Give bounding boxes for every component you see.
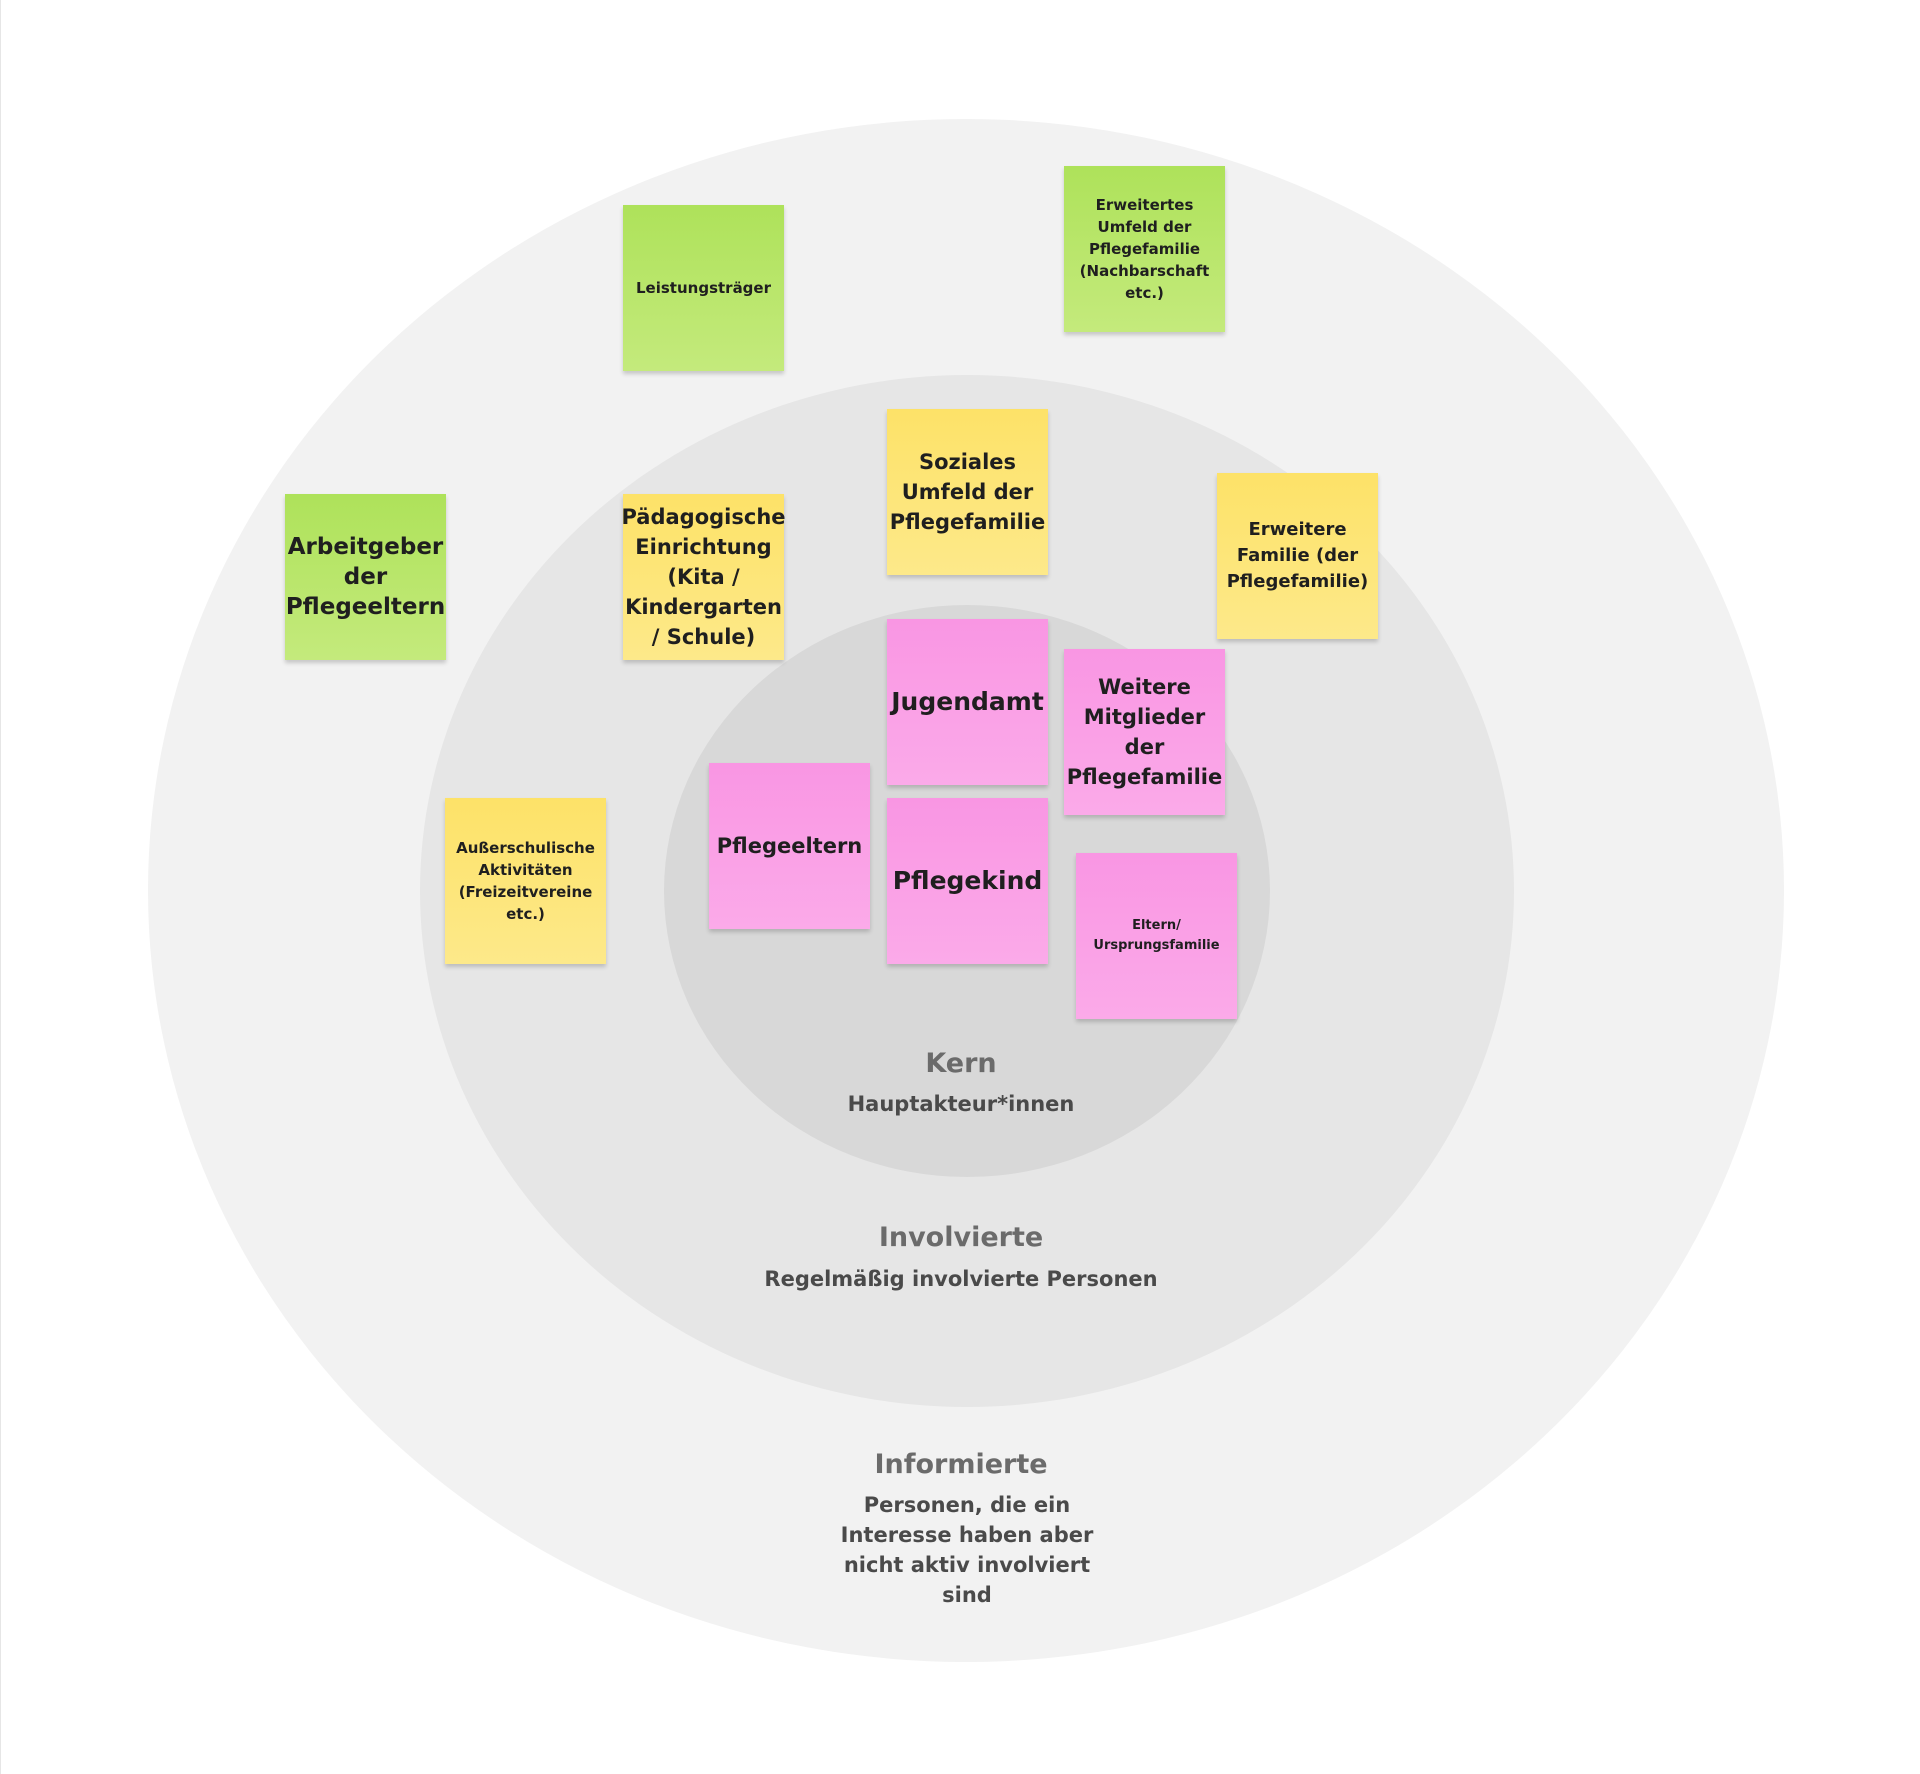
note-text: Erweitere Familie (der Pflegefamilie) bbox=[1226, 519, 1369, 592]
sticky-note-leistungstraeger[interactable]: Leistungsträger bbox=[623, 205, 784, 371]
note-text: Eltern/ Ursprungsfamilie bbox=[1093, 918, 1220, 953]
involvierte-title: Involvierte bbox=[878, 1222, 1044, 1253]
note-text: Soziales Umfeld der Pflegefamilie bbox=[889, 450, 1046, 534]
sticky-note-pflegekind[interactable]: Pflegekind bbox=[887, 798, 1048, 964]
kern-subtitle: Hauptakteur*innen bbox=[847, 1092, 1075, 1116]
note-text: Pädagogische Einrichtung (Kita / Kinderg… bbox=[621, 505, 786, 649]
kern-title: Kern bbox=[925, 1048, 997, 1079]
sticky-note-arbeitgeber[interactable]: Arbeitgeber der Pflegeeltern bbox=[285, 494, 446, 660]
note-text: Weitere Mitglieder der Pflegefamilie bbox=[1066, 675, 1223, 789]
sticky-note-paedagogische-einrichtung[interactable]: Pädagogische Einrichtung (Kita / Kinderg… bbox=[621, 494, 786, 660]
sticky-note-eltern-ursprungsfamilie[interactable]: Eltern/ Ursprungsfamilie bbox=[1076, 853, 1237, 1019]
sticky-note-jugendamt[interactable]: Jugendamt bbox=[887, 619, 1048, 785]
sticky-note-erweiterte-familie[interactable]: Erweitere Familie (der Pflegefamilie) bbox=[1217, 473, 1378, 639]
note-text: Pflegeeltern bbox=[716, 834, 863, 858]
sticky-note-pflegeeltern[interactable]: Pflegeeltern bbox=[709, 763, 870, 929]
informierte-subtitle: Personen, die ein Interesse haben aber n… bbox=[840, 1493, 1094, 1607]
note-text: Erweitertes Umfeld der Pflegefamilie (Na… bbox=[1079, 196, 1210, 302]
note-text: Arbeitgeber der Pflegeeltern bbox=[285, 534, 446, 620]
note-text: Außerschulische Aktivitäten (Freizeitver… bbox=[456, 839, 595, 923]
note-text: Leistungsträger bbox=[636, 279, 771, 297]
sticky-note-erweitertes-umfeld[interactable]: Erweitertes Umfeld der Pflegefamilie (Na… bbox=[1064, 166, 1225, 332]
involvierte-subtitle: Regelmäßig involvierte Personen bbox=[764, 1267, 1158, 1291]
sticky-note-soziales-umfeld[interactable]: Soziales Umfeld der Pflegefamilie bbox=[887, 409, 1048, 575]
note-text: Pflegekind bbox=[892, 866, 1043, 895]
sticky-note-weitere-mitglieder[interactable]: Weitere Mitglieder der Pflegefamilie bbox=[1064, 649, 1225, 815]
informierte-title: Informierte bbox=[874, 1449, 1048, 1480]
note-text: Jugendamt bbox=[891, 687, 1044, 716]
sticky-note-ausserschulische-aktivitaeten[interactable]: Außerschulische Aktivitäten (Freizeitver… bbox=[445, 798, 606, 964]
